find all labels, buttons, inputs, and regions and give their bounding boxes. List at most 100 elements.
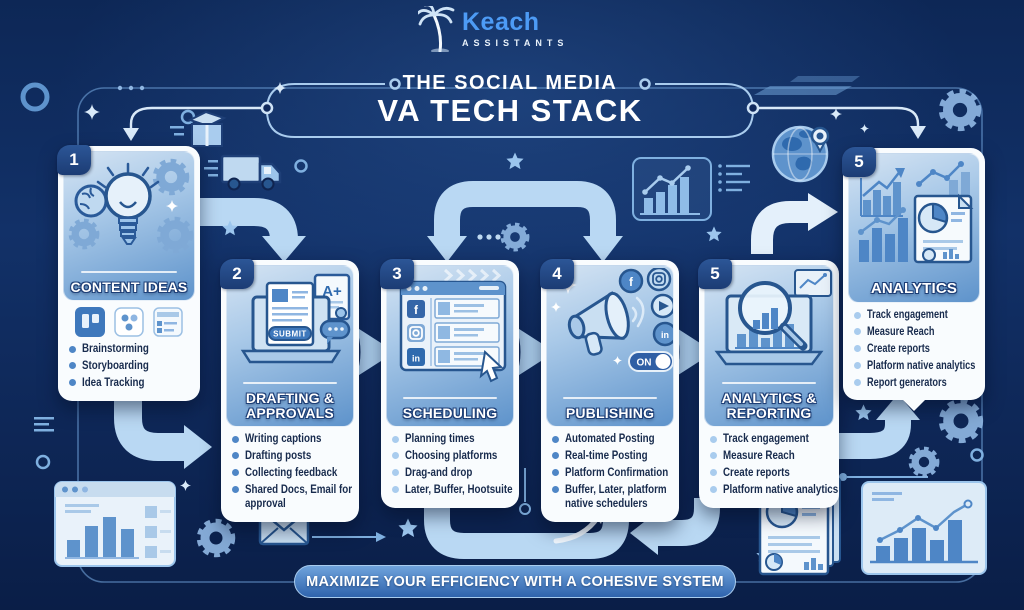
card-title: ANALYTICS: [870, 279, 958, 297]
truck-icon: [204, 154, 282, 191]
side-card-analytics: 5: [842, 147, 985, 412]
package-icon: [187, 110, 227, 147]
brand-logo: Keach ASSISTANTS: [418, 6, 568, 52]
bullet-dot: [854, 345, 861, 353]
bullet-item: Platform native analytics: [710, 483, 838, 497]
brand-subtitle: ASSISTANTS: [462, 38, 569, 48]
bullet-item: Choosing platforms: [392, 449, 512, 463]
bullet-item: Measure Reach: [710, 449, 832, 463]
bullet-dot: [552, 469, 559, 477]
bullet-dot: [69, 379, 76, 387]
trello-tile-icon: [75, 307, 105, 337]
title-divider: [243, 382, 337, 384]
bullet-item: Platform Confirmation: [552, 466, 672, 480]
bullet-item: Planning times: [392, 432, 512, 446]
scheduling-illustration: f in SCHEDULING: [386, 265, 514, 427]
bullet-dot: [392, 469, 399, 477]
bullet-dot: [552, 435, 559, 443]
step-card-content-ideas: 1 CONTENT IDEAS: [57, 145, 200, 401]
mini-chart-box-icon: [632, 157, 712, 221]
step-title: ANALYTICS & REPORTING: [721, 389, 817, 421]
bar-chart-window-icon: [54, 481, 176, 567]
dots-tile-icon: [114, 307, 144, 337]
step-number-badge: 5: [842, 147, 876, 177]
bullet-dot: [552, 452, 559, 460]
title-divider: [721, 382, 817, 384]
bullet-item: Measure Reach: [854, 325, 978, 339]
bullet-item: Collecting feedback: [232, 466, 352, 480]
connector-arrow-right: [758, 106, 926, 139]
title-line-2: VA TECH STACK: [377, 93, 643, 128]
bullet-dot: [232, 469, 239, 477]
svg-text:ON: ON: [637, 358, 652, 369]
bullet-item: Platform native analytics: [854, 359, 978, 373]
drafting-illustration: A+ SUBMIT DRAFTING & APPROVALS: [226, 265, 354, 427]
step-number-badge: 4: [540, 259, 574, 289]
bullet-item: Writing captions: [232, 432, 352, 446]
step-number-badge: 5: [698, 259, 732, 289]
footer-banner: MAXIMIZE YOUR EFFICIENCY WITH A COHESIVE…: [294, 565, 736, 598]
step-card-publishing: 4 f in: [540, 259, 679, 522]
bullet-item: Real-time Posting: [552, 449, 672, 463]
bullet-dot: [69, 362, 76, 370]
analytics-reporting-illustration: ANALYTICS & REPORTING: [704, 265, 834, 427]
bullet-dot: [710, 435, 717, 443]
step-card-analytics-reporting: 5 ANALYTICS & REPO: [698, 259, 839, 508]
title-divider: [80, 271, 178, 273]
step-title: SCHEDULING: [402, 404, 498, 421]
step-card-scheduling: 3 f in: [380, 259, 519, 508]
step-card-drafting-approvals: 2 A+ SUBMIT DRAFTING & APPROVALS: [220, 259, 359, 522]
bullet-dot: [69, 345, 76, 353]
svg-text:in: in: [412, 354, 420, 364]
bullet-dot: [854, 311, 861, 319]
header-title: THE SOCIAL MEDIA VA TECH STACK: [265, 60, 755, 140]
bullet-dot: [552, 486, 559, 494]
bullet-item: Idea Tracking: [69, 376, 193, 390]
title-divider: [403, 397, 497, 399]
bullet-dot: [710, 486, 717, 494]
connector-arrow-left: [123, 106, 262, 141]
step-title: CONTENT IDEAS: [70, 278, 188, 295]
bullet-item: Brainstorming: [69, 342, 193, 356]
bullet-item: Storyboarding: [69, 359, 193, 373]
step-number-badge: 3: [380, 259, 414, 289]
step-number-badge: 2: [220, 259, 254, 289]
bullet-item: Later, Buffer, Hootsuite: [392, 483, 513, 497]
bullet-dot: [392, 486, 399, 494]
title-line-1: THE SOCIAL MEDIA: [402, 72, 618, 94]
publishing-illustration: f in ON PUBLISHING: [546, 265, 674, 427]
bullet-dot: [232, 486, 239, 494]
bullet-dot: [232, 452, 239, 460]
bullet-item: Create reports: [710, 466, 832, 480]
bullet-dot: [392, 452, 399, 460]
bullet-dot: [854, 379, 861, 386]
bullet-dot: [710, 452, 717, 460]
bullet-dot: [232, 435, 239, 443]
bullet-item: Track engagement: [854, 308, 978, 322]
step-title: DRAFTING & APPROVALS: [245, 389, 335, 421]
bullet-dot: [710, 469, 717, 477]
bullet-item: Track engagement: [710, 432, 832, 446]
bullet-item: Drafting posts: [232, 449, 352, 463]
bullet-item: Report generators: [854, 376, 978, 390]
line-chart-window-icon: [861, 481, 987, 575]
bullet-item: Shared Docs, Email for approval: [232, 483, 352, 512]
globe-pin-icon: [771, 125, 830, 183]
step-number-badge: 1: [57, 145, 91, 175]
app-tiles: [63, 307, 195, 337]
brand-name: Keach: [462, 8, 540, 36]
svg-text:SUBMIT: SUBMIT: [273, 330, 307, 339]
title-divider: [563, 397, 657, 399]
stripe-decoration: [754, 76, 860, 95]
step-title: PUBLISHING: [565, 404, 655, 421]
bullet-item: Buffer, Later, platform native scheduler…: [552, 483, 672, 512]
bullet-dot: [854, 328, 861, 336]
bullet-item: Automated Posting: [552, 432, 672, 446]
